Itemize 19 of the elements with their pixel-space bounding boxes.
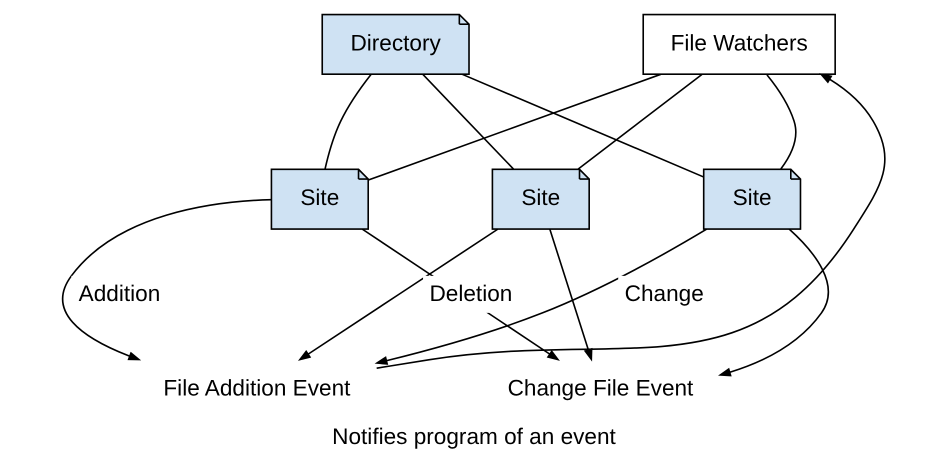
- connector: [422, 74, 514, 170]
- node-box: File Watchers: [642, 14, 836, 76]
- edge-label: Change: [624, 281, 704, 306]
- arrow: [62, 198, 272, 360]
- node-text: Change File Event: [508, 376, 694, 401]
- arrow: [298, 228, 498, 361]
- caption: Notifies program of an event: [332, 424, 616, 449]
- arrow: [376, 73, 886, 369]
- connector: [766, 74, 797, 170]
- connector: [462, 74, 704, 178]
- connector: [368, 74, 662, 181]
- node-text: File Addition Event: [163, 376, 350, 401]
- arrow: [549, 229, 592, 362]
- edge-label: Addition: [78, 281, 160, 306]
- connector: [577, 74, 702, 170]
- arrow: [374, 228, 707, 365]
- edge-label: Deletion: [430, 281, 512, 306]
- connector: [324, 74, 372, 170]
- arrow: [718, 228, 830, 376]
